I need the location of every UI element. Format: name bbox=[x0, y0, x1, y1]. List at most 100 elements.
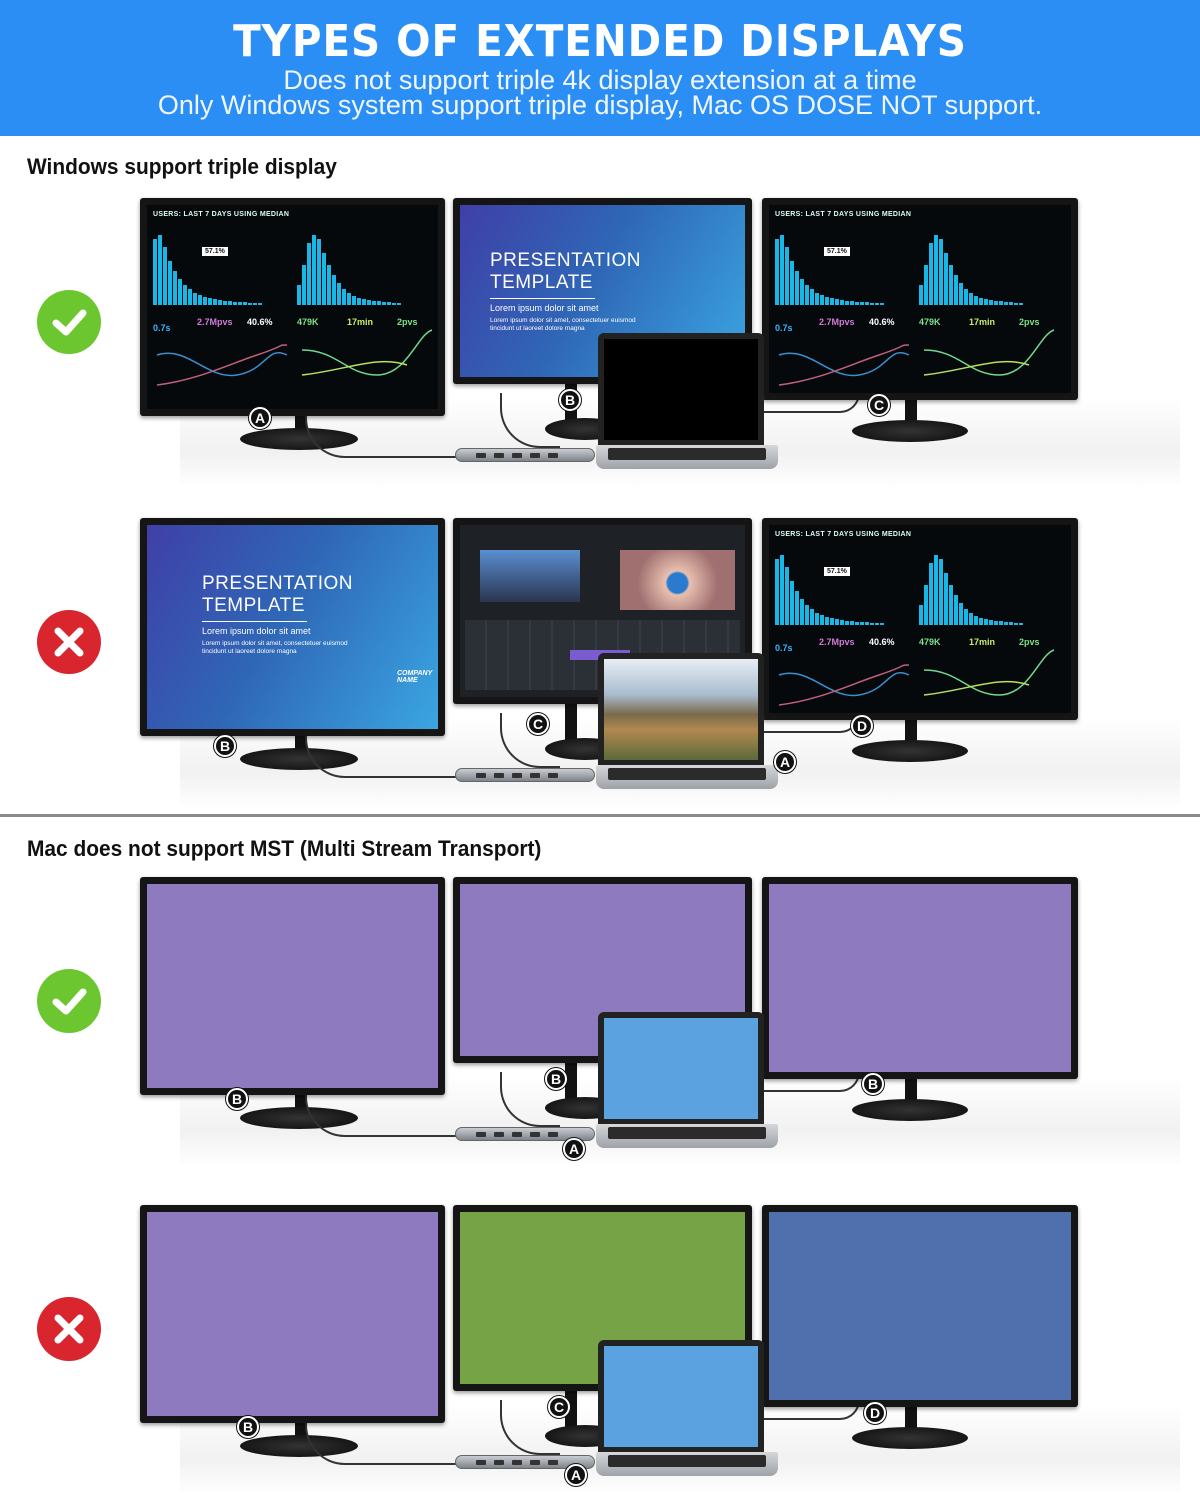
laptop-keyboard-base bbox=[596, 445, 778, 469]
usb-c-hub bbox=[455, 768, 595, 782]
presentation-title-line-1: PRESENTATION bbox=[202, 573, 353, 594]
dashboard-title: USERS: LAST 7 DAYS USING MEDIAN bbox=[775, 211, 912, 218]
metric-value: 479K bbox=[919, 317, 941, 327]
port-label: C bbox=[548, 1396, 570, 1418]
laptop-keyboard bbox=[608, 448, 766, 460]
metric-value: 40.6% bbox=[247, 317, 273, 327]
port-label: A bbox=[563, 1138, 585, 1160]
monitor-left bbox=[140, 1205, 445, 1423]
subtitle-line-2: Only Windows system support triple displ… bbox=[157, 90, 1043, 120]
port-label: B bbox=[559, 389, 581, 411]
histogram-bars bbox=[919, 235, 1023, 305]
presentation-subtitle: Lorem ipsum dolor sit amet bbox=[490, 303, 599, 313]
histogram-bars bbox=[297, 235, 401, 305]
video-preview-left bbox=[480, 550, 580, 602]
monitor-screen bbox=[147, 884, 438, 1088]
port-label: B bbox=[545, 1068, 567, 1090]
laptop-display bbox=[604, 1346, 758, 1447]
hub-port bbox=[512, 1460, 522, 1465]
histogram-bars bbox=[775, 235, 884, 305]
laptop-screen bbox=[598, 333, 764, 446]
metric-value: 479K bbox=[297, 317, 319, 327]
port-label: A bbox=[249, 407, 271, 429]
monitor-screen bbox=[147, 1212, 438, 1416]
hub-port bbox=[494, 773, 504, 778]
monitor-stand-base bbox=[852, 1427, 968, 1449]
port-label: B bbox=[862, 1073, 884, 1095]
hub-port bbox=[476, 453, 486, 458]
port-label: C bbox=[527, 713, 549, 735]
metric-value: 0.7s bbox=[775, 643, 793, 653]
scene-4: B C D A bbox=[0, 1205, 1200, 1495]
port-label: C bbox=[868, 394, 890, 416]
cross-icon bbox=[37, 610, 101, 674]
laptop-screen bbox=[598, 1340, 764, 1453]
port-label: A bbox=[565, 1464, 587, 1486]
metric-value: 17min bbox=[969, 637, 996, 647]
hub-port bbox=[530, 1132, 540, 1137]
page-title: TYPES OF EXTENDED DISPLAYS bbox=[233, 16, 967, 67]
section-divider bbox=[0, 814, 1200, 817]
laptop-keyboard bbox=[608, 1127, 766, 1139]
monitor-stand-neck bbox=[565, 704, 577, 744]
monitor-screen bbox=[769, 884, 1071, 1072]
monitor-left bbox=[140, 877, 445, 1095]
histogram-bars bbox=[919, 555, 1023, 625]
presentation-rule bbox=[202, 621, 307, 622]
laptop-keyboard-base bbox=[596, 765, 778, 789]
header-banner: TYPES OF EXTENDED DISPLAYS Does not supp… bbox=[0, 0, 1200, 136]
monitor-right bbox=[762, 1205, 1078, 1407]
laptop-keyboard-base bbox=[596, 1124, 778, 1148]
metric-value: 0.7s bbox=[775, 323, 793, 333]
metric-value: 2pvs bbox=[1019, 637, 1040, 647]
port-label: D bbox=[864, 1402, 886, 1424]
metric-value: 2.7Mpvs bbox=[819, 317, 855, 327]
hub-port bbox=[494, 1460, 504, 1465]
dashboard-title: USERS: LAST 7 DAYS USING MEDIAN bbox=[153, 211, 290, 218]
port-label: B bbox=[237, 1416, 259, 1438]
metric-value: 2pvs bbox=[397, 317, 418, 327]
hub-port bbox=[530, 773, 540, 778]
hub-port bbox=[512, 453, 522, 458]
monitor-stand-base bbox=[852, 420, 968, 442]
dashboard-title: USERS: LAST 7 DAYS USING MEDIAN bbox=[775, 531, 912, 538]
monitor-screen bbox=[769, 1212, 1071, 1400]
hub-port bbox=[512, 1132, 522, 1137]
metric-value: 2.7Mpvs bbox=[197, 317, 233, 327]
monitor-screen: USERS: LAST 7 DAYS USING MEDIAN 57.1% 0.7s… bbox=[769, 205, 1071, 393]
monitor-right bbox=[762, 877, 1078, 1079]
usb-c-hub bbox=[455, 1455, 595, 1469]
metric-value: 17min bbox=[969, 317, 996, 327]
hub-port bbox=[476, 1460, 486, 1465]
monitor-right: USERS: LAST 7 DAYS USING MEDIAN 57.1% 0.7s… bbox=[762, 198, 1078, 400]
subtitle-line-1: Does not support triple 4k display exten… bbox=[283, 65, 917, 95]
port-label: D bbox=[851, 715, 873, 737]
laptop-display bbox=[604, 1018, 758, 1119]
laptop-keyboard bbox=[608, 768, 766, 780]
trend-lines bbox=[156, 329, 433, 386]
cross-icon bbox=[37, 1297, 101, 1361]
metric-value: 479K bbox=[919, 637, 941, 647]
laptop-screen bbox=[598, 653, 764, 766]
scene-1: USERS: LAST 7 DAYS USING MEDIAN 57.1% 0.7s… bbox=[0, 198, 1200, 488]
hub-port bbox=[548, 1132, 558, 1137]
hub-port bbox=[548, 453, 558, 458]
metric-value: 2pvs bbox=[1019, 317, 1040, 327]
laptop-screen bbox=[598, 1012, 764, 1125]
trend-lines bbox=[778, 329, 1055, 386]
highlight-value: 57.1% bbox=[824, 247, 850, 256]
port-label: A bbox=[774, 751, 796, 773]
presentation-title-line-2: TEMPLATE bbox=[202, 595, 305, 616]
presentation-title-line-2: TEMPLATE bbox=[490, 272, 593, 293]
presentation-rule bbox=[490, 298, 595, 299]
monitor-stand-neck bbox=[565, 1063, 577, 1103]
hub-port bbox=[512, 773, 522, 778]
presentation-subtitle: Lorem ipsum dolor sit amet bbox=[202, 626, 311, 636]
check-icon bbox=[37, 969, 101, 1033]
presentation-body: Lorem ipsum dolor sit amet, consectetuer… bbox=[490, 317, 636, 332]
